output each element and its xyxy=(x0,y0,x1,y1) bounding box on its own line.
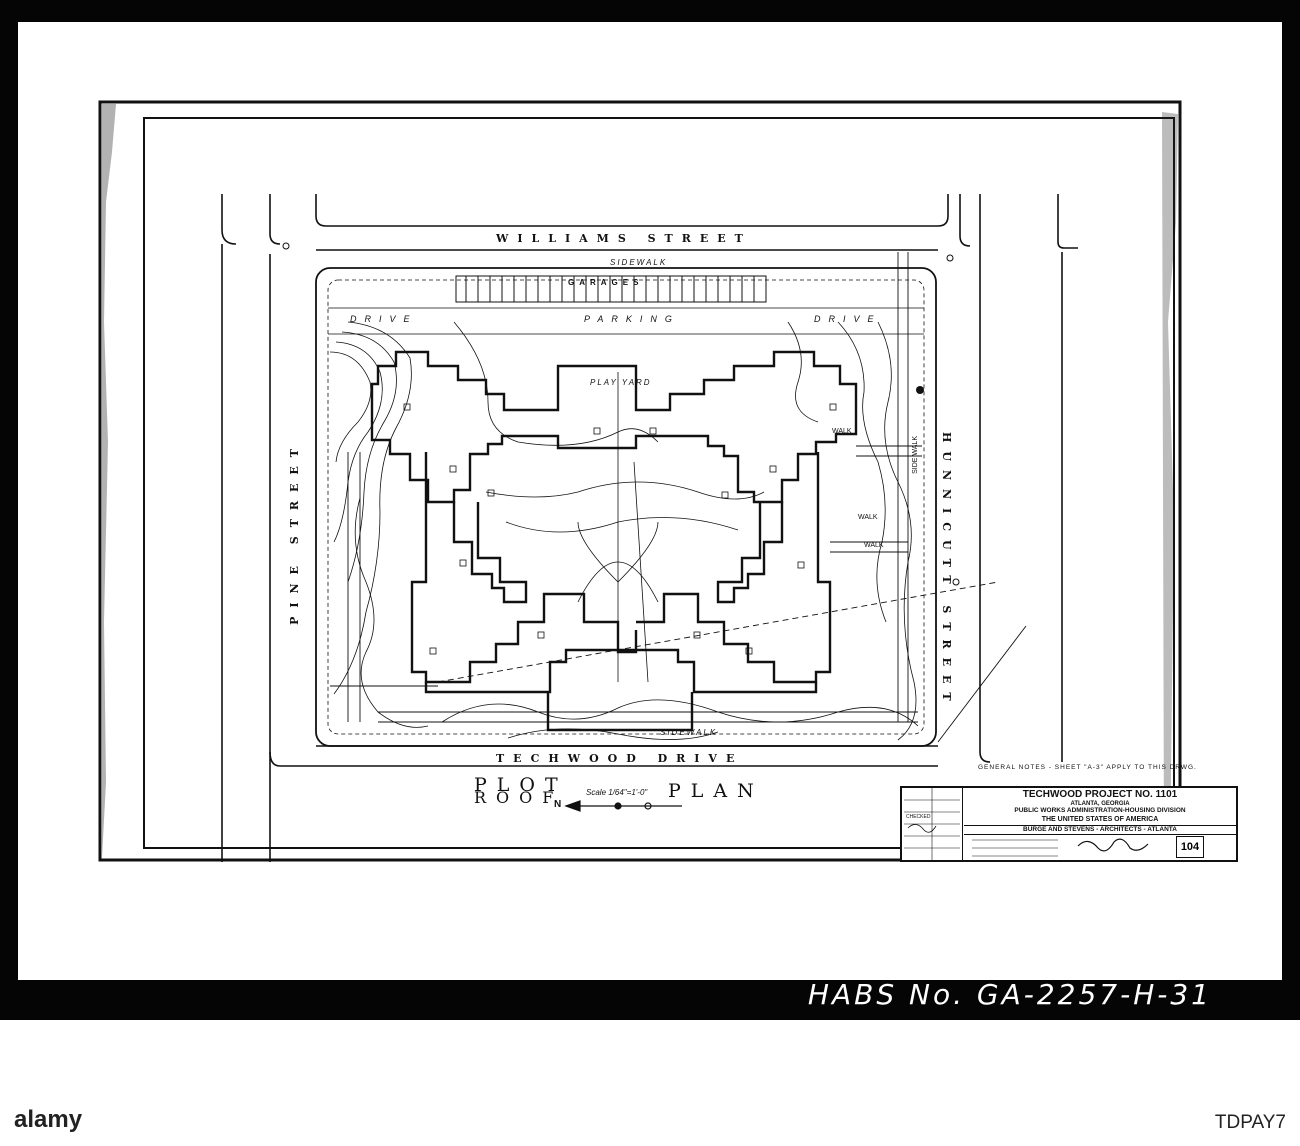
walk-label-3: WALK xyxy=(832,428,852,435)
side-walk-label: SIDE WALK xyxy=(912,436,919,474)
sheet-border xyxy=(98,100,1182,862)
tree-markers xyxy=(403,403,837,655)
garages-row xyxy=(455,275,767,303)
general-notes: GENERAL NOTES - SHEET "A-3" APPLY TO THI… xyxy=(978,764,1197,771)
walks xyxy=(330,252,1027,743)
title-block-signatures: CHECKED xyxy=(902,788,963,860)
street-label-williams: WILLIAMS STREET xyxy=(496,232,752,245)
parking-label: PARKING xyxy=(584,314,680,324)
north-label: N xyxy=(554,799,562,810)
street-label-hunnicutt: HUNNICUTT STREET xyxy=(940,432,953,710)
plan-title: PLAN xyxy=(668,780,764,802)
sidewalk-label-north: SIDEWALK xyxy=(610,258,668,267)
walk-label-1: WALK xyxy=(858,514,878,521)
street-label-techwood: TECHWOOD DRIVE xyxy=(496,752,744,765)
title-block: CHECKED TECHWOOD PROJECT NO. 1101 ATLANT… xyxy=(900,786,1238,862)
signature-lines xyxy=(904,788,960,860)
scale-text: Scale 1/64"=1'-0" xyxy=(586,788,648,797)
play-yard-label: PLAY YARD xyxy=(590,378,652,387)
street-label-pine: PINE STREET xyxy=(288,440,301,625)
habs-number: HABS No. GA-2257-H-31 xyxy=(807,978,1212,1011)
drive-label-east: DRIVE xyxy=(814,314,882,324)
drawing-sheet: WILLIAMS STREET TECHWOOD DRIVE PINE STRE… xyxy=(18,22,1282,980)
project-title: TECHWOOD PROJECT NO. 1101 xyxy=(1022,789,1178,800)
stock-footer xyxy=(0,1020,1300,1146)
checked-label: CHECKED xyxy=(906,814,931,820)
architects-line: BURGE AND STEVENS - ARCHITECTS - ATLANTA xyxy=(964,824,1236,835)
site-plan-drawing xyxy=(98,100,1182,862)
plot-title: PLOT xyxy=(474,774,568,796)
drive-label-west: DRIVE xyxy=(350,314,418,324)
project-location: ATLANTA, GEORGIA xyxy=(1070,801,1130,807)
north-arrow xyxy=(564,800,682,812)
sidewalk-label-south: SIDEWALK xyxy=(660,728,718,737)
habs-caption-bar xyxy=(0,980,1300,1020)
sheet-number: 104 xyxy=(1176,836,1204,858)
contour-lines xyxy=(329,321,919,741)
agency-line: PUBLIC WORKS ADMINISTRATION-HOUSING DIVI… xyxy=(1014,807,1186,814)
walk-label-2: WALK xyxy=(864,542,884,549)
building-outline xyxy=(370,350,858,732)
country-line: THE UNITED STATES OF AMERICA xyxy=(1041,815,1159,823)
site-boundary xyxy=(315,267,937,747)
title-block-text: TECHWOOD PROJECT NO. 1101 ATLANTA, GEORG… xyxy=(964,788,1236,860)
stock-image-code: TDPAY7 xyxy=(1214,1112,1286,1133)
roof-overlay-title: ROOF xyxy=(474,788,564,807)
garages-label: GARAGES xyxy=(568,278,644,287)
stock-logo: alamy xyxy=(14,1106,83,1133)
title-signature xyxy=(972,838,1149,857)
